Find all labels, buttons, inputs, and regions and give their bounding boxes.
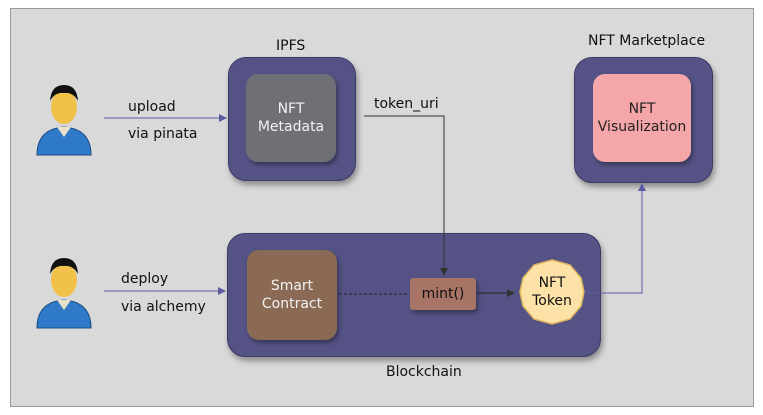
mint-function-node: mint() [410, 278, 476, 310]
token-uri-label: token_uri [374, 96, 439, 112]
user-icon-bottom [33, 250, 95, 330]
smart-contract-node: Smart Contract [247, 250, 337, 340]
via-pinata-label: via pinata [128, 126, 198, 142]
blockchain-container: Smart Contract mint() NFT Token [227, 233, 601, 357]
blockchain-title: Blockchain [386, 364, 462, 380]
ipfs-container: NFT Metadata [228, 57, 356, 181]
token-marketplace-arrow [584, 183, 646, 294]
nft-token-label: NFT Token [532, 275, 572, 309]
marketplace-container: NFT Visualization [574, 57, 713, 183]
token-uri-arrow [364, 115, 448, 276]
via-alchemy-label: via alchemy [121, 299, 206, 315]
nft-token-node: NFT Token [518, 258, 586, 326]
ipfs-title: IPFS [276, 38, 306, 54]
user-icon-top [33, 77, 95, 157]
upload-label: upload [128, 99, 176, 115]
marketplace-title: NFT Marketplace [588, 33, 706, 49]
nft-visualization-node: NFT Visualization [593, 74, 691, 162]
nft-metadata-node: NFT Metadata [246, 74, 336, 162]
deploy-label: deploy [121, 271, 169, 287]
